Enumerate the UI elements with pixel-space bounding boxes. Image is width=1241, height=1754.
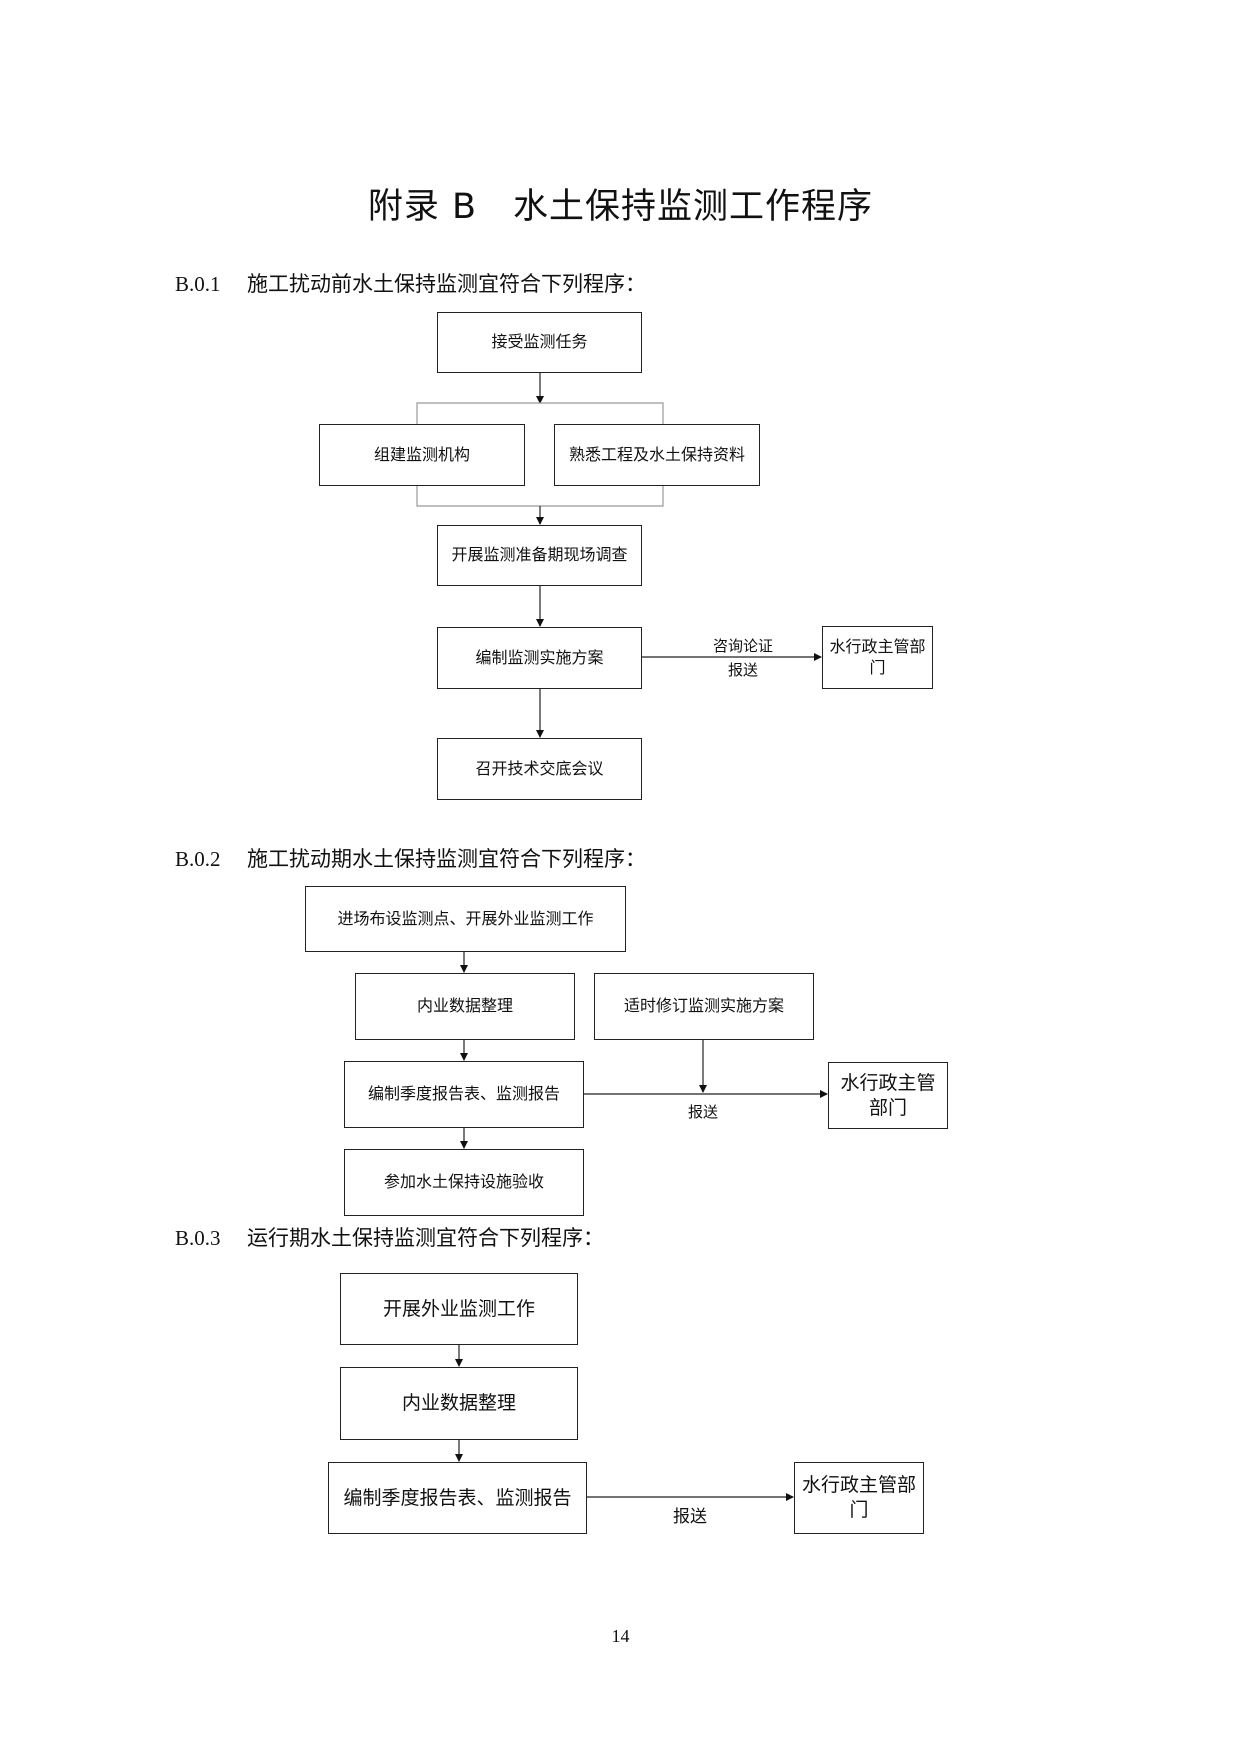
- section-number: B.0.3: [175, 1226, 221, 1250]
- flow3-authority-box: 水行政主管部门: [794, 1462, 924, 1534]
- section-text: 运行期水土保持监测宜符合下列程序：: [247, 1226, 604, 1250]
- flow3-connectors: [455, 1345, 794, 1501]
- flow2-authority-box: 水行政主管部门: [828, 1062, 948, 1129]
- flow1-plan-box: 编制监测实施方案: [437, 627, 642, 689]
- section-b01-heading: B.0.1 施工扰动前水土保持监测宜符合下列程序：: [175, 268, 646, 298]
- flow1-meeting-box: 召开技术交底会议: [437, 738, 642, 800]
- flow3-data-box: 内业数据整理: [340, 1367, 578, 1440]
- flow1-familiar-box: 熟悉工程及水土保持资料: [554, 424, 760, 486]
- flow2-acceptance-box: 参加水土保持设施验收: [344, 1149, 584, 1216]
- section-number: B.0.1: [175, 272, 221, 296]
- flow2-revise-plan-box: 适时修订监测实施方案: [594, 973, 814, 1040]
- flow2-data-box: 内业数据整理: [355, 973, 575, 1040]
- page-title: 附录 B 水土保持监测工作程序: [367, 187, 874, 227]
- flow3-field-work-box: 开展外业监测工作: [340, 1273, 578, 1345]
- flow3-report-box: 编制季度报告表、监测报告: [328, 1462, 587, 1534]
- flow1-edge-label-submit: 报送: [727, 661, 758, 679]
- flow1-accept-task-box: 接受监测任务: [437, 312, 642, 373]
- flow1-survey-box: 开展监测准备期现场调查: [437, 525, 642, 586]
- flow1-org-box: 组建监测机构: [319, 424, 525, 486]
- split-bracket: [416, 402, 664, 424]
- flow1-authority-box: 水行政主管部门: [822, 626, 933, 689]
- section-b02-heading: B.0.2 施工扰动期水土保持监测宜符合下列程序：: [175, 843, 646, 873]
- section-b03-heading: B.0.3 运行期水土保持监测宜符合下列程序：: [175, 1222, 604, 1252]
- section-text: 施工扰动前水土保持监测宜符合下列程序：: [247, 272, 646, 296]
- flow2-edge-label-submit: 报送: [687, 1103, 718, 1121]
- page-number: 14: [611, 1626, 630, 1646]
- flow1-edge-label-consult: 咨询论证: [712, 637, 773, 655]
- flow3-edge-label-submit: 报送: [673, 1507, 707, 1527]
- section-text: 施工扰动期水土保持监测宜符合下列程序：: [247, 847, 646, 871]
- flow2-field-work-box: 进场布设监测点、开展外业监测工作: [305, 886, 626, 952]
- flow2-connectors: [460, 952, 828, 1149]
- merge-bracket: [416, 485, 664, 507]
- section-number: B.0.2: [175, 847, 221, 871]
- flow1-connectors: [416, 372, 822, 738]
- flow2-report-box: 编制季度报告表、监测报告: [344, 1061, 584, 1128]
